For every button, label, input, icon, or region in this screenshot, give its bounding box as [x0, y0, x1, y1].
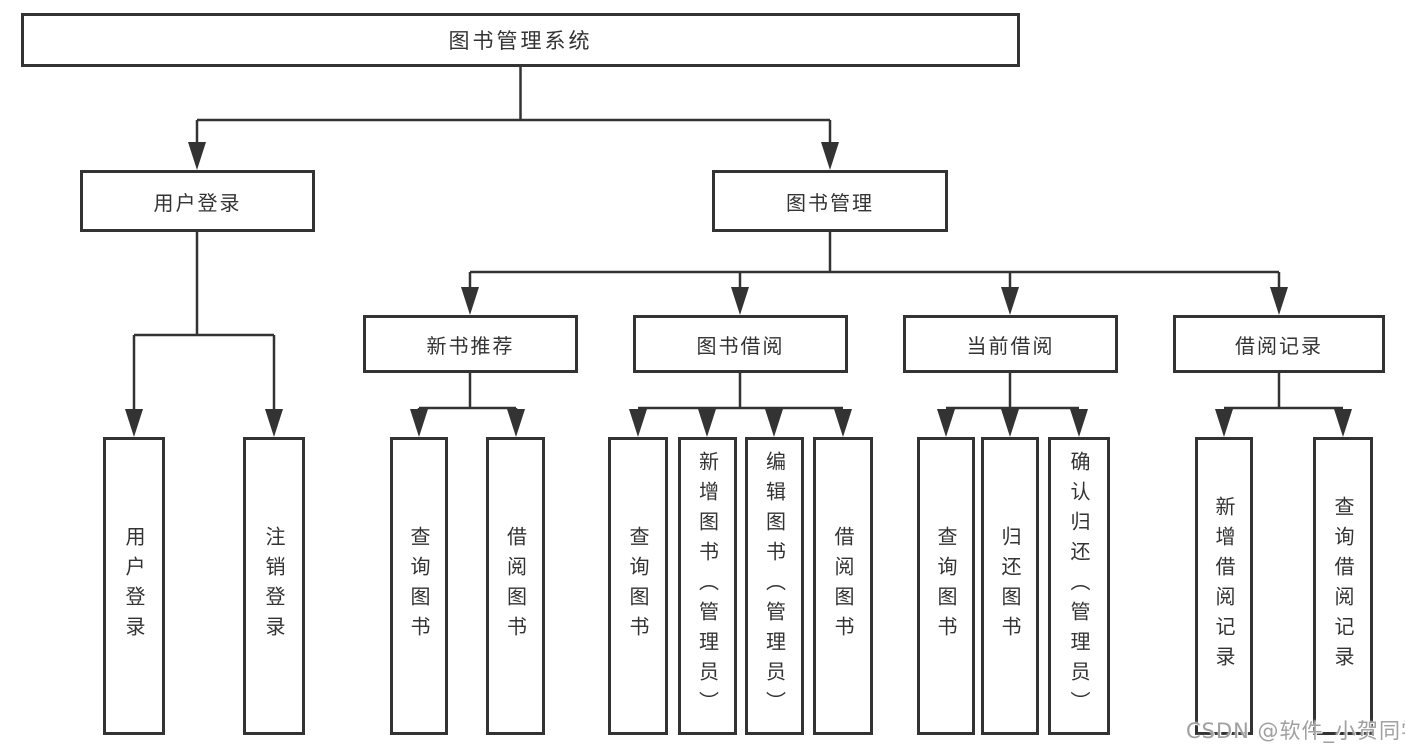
- connector-new-book-rec-to-leaves: [410, 373, 525, 437]
- leaf-confirm-return-admin: 确认归还（管理员）: [1048, 437, 1110, 735]
- leaf-borrow-books-2: 借阅图书: [813, 437, 873, 735]
- node-label: 图书借阅: [696, 333, 785, 358]
- node-label: 查询图书: [626, 526, 650, 646]
- node-label: 编辑图书（管理员）: [762, 451, 787, 721]
- node-label: 用户登录: [153, 190, 242, 215]
- arrowhead-icon: [188, 142, 206, 170]
- connector-book-borrow-to-leaves: [629, 373, 852, 437]
- connector-book-mgmt-to-level3: [461, 232, 1288, 315]
- connector-borrow-records-to-leaves: [1215, 373, 1352, 437]
- arrowhead-icon: [410, 409, 428, 437]
- arrowhead-icon: [834, 409, 852, 437]
- node-label: 查询借阅记录: [1331, 496, 1355, 676]
- arrowhead-icon: [1334, 409, 1352, 437]
- leaf-query-books-3: 查询图书: [917, 437, 975, 735]
- node-label: 图书管理: [786, 190, 874, 215]
- leaf-logout-login: 注销登录: [243, 437, 305, 735]
- arrowhead-icon: [937, 409, 955, 437]
- arrowhead-icon: [1070, 409, 1088, 437]
- arrowhead-icon: [765, 409, 783, 437]
- arrowhead-icon: [507, 409, 525, 437]
- node-label: 借阅图书: [831, 526, 855, 646]
- leaf-add-books-admin: 新增图书（管理员）: [678, 437, 737, 735]
- arrowhead-icon: [731, 287, 749, 315]
- node-label: 注销登录: [262, 526, 286, 646]
- arrowhead-icon: [629, 409, 647, 437]
- node-label: 当前借阅: [966, 333, 1055, 358]
- node-label: 新增图书（管理员）: [695, 451, 720, 721]
- node-user-login: 用户登录: [80, 170, 315, 232]
- connector-user-login-to-leaves: [125, 232, 283, 437]
- node-label: 确认归还（管理员）: [1067, 451, 1091, 721]
- leaf-edit-books-admin: 编辑图书（管理员）: [745, 437, 804, 735]
- node-current-borrowing: 当前借阅: [903, 315, 1118, 373]
- node-label: 新书推荐: [426, 333, 515, 358]
- arrowhead-icon: [1001, 287, 1019, 315]
- node-label: 用户登录: [122, 526, 146, 646]
- node-borrowing-records: 借阅记录: [1173, 315, 1385, 373]
- arrowhead-icon: [125, 409, 143, 437]
- leaf-borrow-books-1: 借阅图书: [486, 437, 545, 735]
- node-book-management: 图书管理: [712, 170, 948, 232]
- node-library-management-system: 图书管理系统: [21, 13, 1020, 67]
- arrowhead-icon: [265, 409, 283, 437]
- leaf-query-borrow-record: 查询借阅记录: [1313, 437, 1373, 735]
- arrowhead-icon: [821, 142, 839, 170]
- connector-root-to-level2: [188, 67, 839, 170]
- leaf-add-borrow-record: 新增借阅记录: [1195, 437, 1253, 735]
- node-label: 图书管理系统: [448, 29, 593, 53]
- node-book-borrowing: 图书借阅: [633, 315, 848, 373]
- node-label: 查询图书: [407, 526, 431, 646]
- node-label: 归还图书: [998, 526, 1022, 646]
- connector-current-borrow-to-leaves: [937, 373, 1088, 437]
- leaf-user-login: 用户登录: [103, 437, 165, 735]
- leaf-query-books-1: 查询图书: [390, 437, 448, 735]
- leaf-query-books-2: 查询图书: [608, 437, 668, 735]
- csdn-watermark: CSDN @软件_小贺同学: [1186, 719, 1405, 743]
- arrowhead-icon: [698, 409, 716, 437]
- arrowhead-icon: [1270, 287, 1288, 315]
- arrowhead-icon: [461, 287, 479, 315]
- arrowhead-icon: [1215, 409, 1233, 437]
- node-label: 借阅图书: [503, 526, 528, 646]
- arrowhead-icon: [1001, 409, 1019, 437]
- node-label: 新增借阅记录: [1212, 496, 1236, 676]
- node-label: 借阅记录: [1235, 333, 1323, 358]
- node-label: 查询图书: [934, 526, 958, 646]
- leaf-return-books: 归还图书: [981, 437, 1039, 735]
- node-new-book-recommend: 新书推荐: [363, 315, 578, 373]
